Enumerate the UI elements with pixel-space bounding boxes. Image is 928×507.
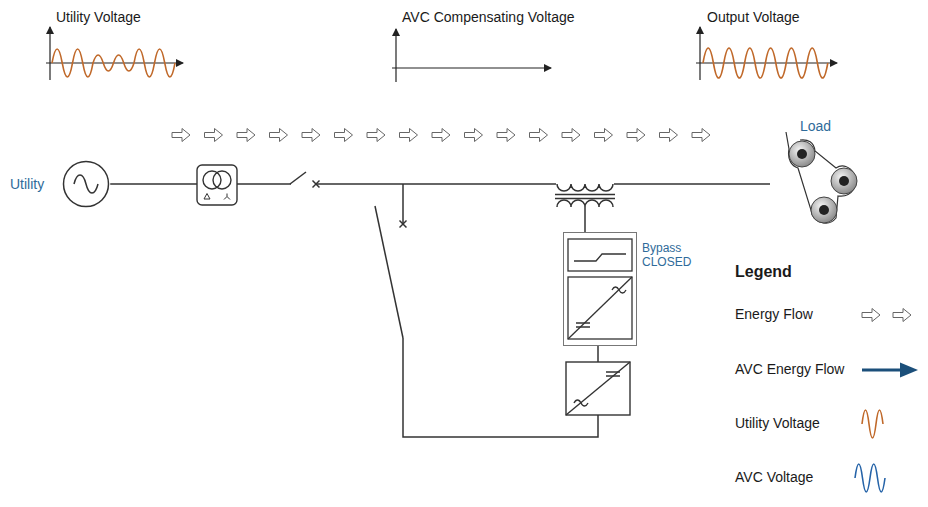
legend-avc-arrow-head bbox=[900, 363, 918, 378]
legend-label: Utility Voltage bbox=[735, 415, 820, 432]
energy-flow-arrow bbox=[367, 129, 385, 142]
utility-source: Utility bbox=[10, 161, 110, 207]
legend-utility-wave bbox=[862, 410, 883, 438]
plot-axes bbox=[46, 27, 837, 82]
axis-line bbox=[696, 62, 837, 63]
legend-energy-sample bbox=[893, 309, 911, 322]
energy-flow-arrow bbox=[205, 129, 223, 142]
plot-title: AVC Compensating Voltage bbox=[402, 9, 575, 26]
load-node: Load bbox=[770, 118, 862, 226]
main-breaker bbox=[290, 172, 320, 189]
axis-line bbox=[49, 27, 50, 80]
utility-waveform bbox=[52, 49, 175, 77]
legend-label: AVC Energy Flow bbox=[735, 361, 844, 378]
energy-flow-arrow bbox=[562, 129, 580, 142]
plot-title: Output Voltage bbox=[707, 9, 800, 26]
legend-avc-wave bbox=[855, 464, 885, 492]
energy-flow-arrow bbox=[595, 129, 613, 142]
energy-flow-arrow bbox=[302, 129, 320, 142]
legend-label: AVC Voltage bbox=[735, 469, 813, 486]
energy-flow-arrow bbox=[692, 129, 710, 142]
energy-flow-arrow bbox=[270, 129, 288, 142]
roller-load-icon bbox=[770, 118, 862, 226]
energy-flow-arrow bbox=[172, 129, 190, 142]
energy-flow-arrow bbox=[660, 129, 678, 142]
output-waveform bbox=[703, 48, 828, 78]
transformer-winding bbox=[213, 171, 231, 189]
axis-line bbox=[699, 27, 700, 80]
series-transformer bbox=[555, 179, 615, 232]
delta-symbol bbox=[204, 194, 210, 200]
energy-flow-arrow bbox=[627, 129, 645, 142]
energy-flow-arrow bbox=[497, 129, 515, 142]
energy-flow-arrow bbox=[530, 129, 548, 142]
energy-flow-arrows bbox=[172, 129, 710, 142]
rectifier-symbol bbox=[566, 362, 630, 415]
legend-avc-arrow bbox=[862, 369, 902, 372]
input-transformer bbox=[197, 165, 237, 205]
energy-flow-arrow bbox=[237, 129, 255, 142]
shunt-branch-wire bbox=[375, 184, 598, 437]
ac-source-symbol bbox=[62, 160, 110, 208]
bypass-and-inverter-symbols bbox=[564, 233, 638, 347]
axis-line bbox=[395, 29, 396, 82]
node-label: Utility bbox=[10, 176, 44, 193]
transformer-winding bbox=[203, 171, 221, 189]
energy-flow-arrow bbox=[465, 129, 483, 142]
node-label: Load bbox=[800, 118, 862, 135]
node-label: Bypass CLOSED bbox=[642, 241, 698, 269]
plot-title: Utility Voltage bbox=[56, 9, 141, 26]
legend-label: Energy Flow bbox=[735, 306, 813, 323]
wye-symbol bbox=[224, 194, 230, 200]
legend-samples bbox=[855, 309, 918, 493]
energy-flow-arrow bbox=[400, 129, 418, 142]
legend-title: Legend bbox=[735, 262, 792, 281]
avc-converter-box: Bypass CLOSED bbox=[563, 232, 637, 346]
energy-flow-arrow bbox=[335, 129, 353, 142]
legend-energy-sample bbox=[862, 309, 880, 322]
transformer-box bbox=[197, 165, 237, 205]
energy-flow-arrow bbox=[432, 129, 450, 142]
axis-line bbox=[46, 62, 183, 63]
axis-line bbox=[392, 67, 551, 68]
